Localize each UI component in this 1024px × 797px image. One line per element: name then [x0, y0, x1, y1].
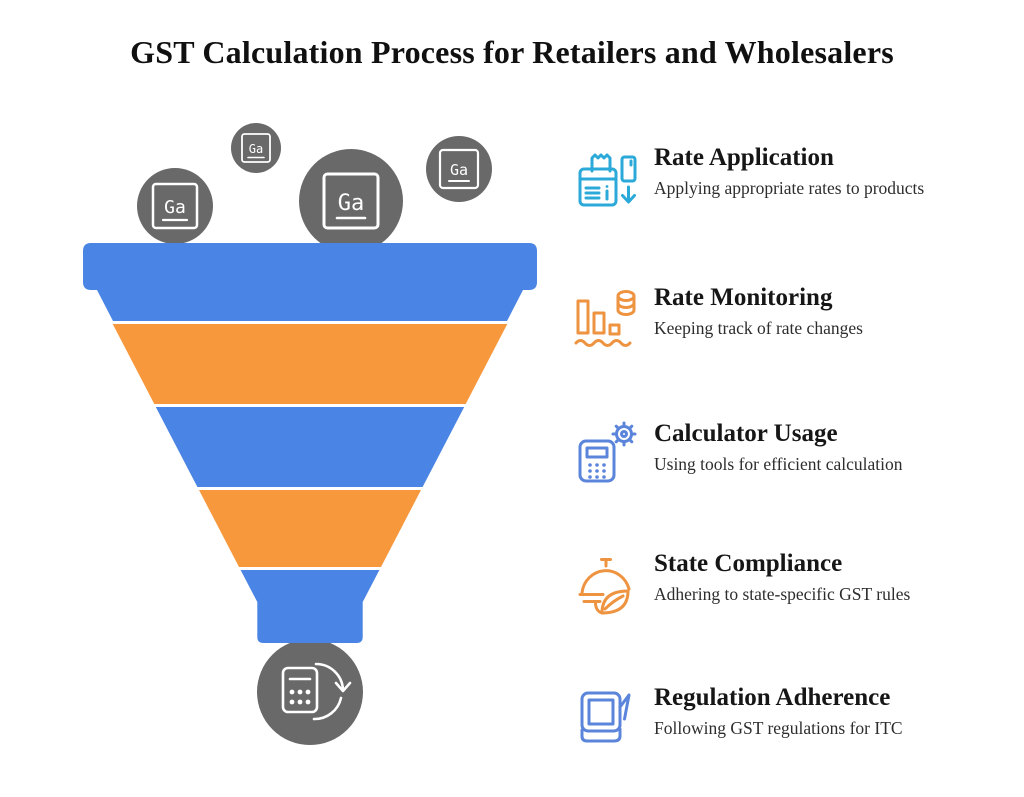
ga-source-circle: Ga: [137, 168, 213, 244]
ga-element-icon: Ga: [450, 161, 468, 179]
ga-element-icon: Ga: [338, 191, 365, 216]
page-title: GST Calculation Process for Retailers an…: [130, 34, 894, 70]
funnel-diagram: Ga Ga Ga Ga: [83, 123, 537, 745]
calculator-gear-icon: [572, 421, 640, 489]
cloche-leaf-icon: [572, 551, 640, 619]
step-title: Rate Application: [654, 144, 834, 171]
funnel-band-1: [83, 243, 537, 321]
step-description: Adhering to state-specific GST rules: [654, 584, 911, 604]
output-circle: [257, 639, 363, 745]
ga-source-circle: Ga: [299, 149, 403, 253]
calculator-refresh-icon: [281, 662, 352, 721]
ga-source-circle: Ga: [231, 123, 281, 173]
ga-element-icon: Ga: [164, 197, 186, 218]
step-state-compliance: State Compliance Adhering to state-speci…: [572, 544, 910, 619]
pos-terminal-card-icon: [572, 145, 640, 213]
step-title: Rate Monitoring: [654, 284, 833, 311]
step-description: Applying appropriate rates to products: [654, 178, 925, 198]
step-description: Following GST regulations for ITC: [654, 718, 903, 738]
step-rate-monitoring: Rate Monitoring Keeping track of rate ch…: [572, 278, 863, 353]
step-description: Keeping track of rate changes: [654, 318, 863, 338]
step-title: State Compliance: [654, 550, 843, 577]
hand-document-icon: [572, 685, 640, 753]
step-title: Calculator Usage: [654, 420, 838, 447]
step-rate-application: Rate Application Applying appropriate ra…: [572, 138, 924, 213]
ga-source-circle: Ga: [426, 136, 492, 202]
bar-chart-coins-icon: [572, 285, 640, 353]
funnel-band-5: [240, 570, 380, 643]
step-description: Using tools for efficient calculation: [654, 454, 903, 474]
step-title: Regulation Adherence: [654, 684, 891, 711]
funnel-band-2: [112, 324, 508, 404]
step-regulation-adherence: Regulation Adherence Following GST regul…: [572, 678, 903, 753]
funnel-band-3: [155, 407, 465, 487]
funnel-band-4: [199, 490, 421, 567]
ga-element-icon: Ga: [249, 142, 263, 156]
step-calculator-usage: Calculator Usage Using tools for efficie…: [572, 414, 903, 489]
